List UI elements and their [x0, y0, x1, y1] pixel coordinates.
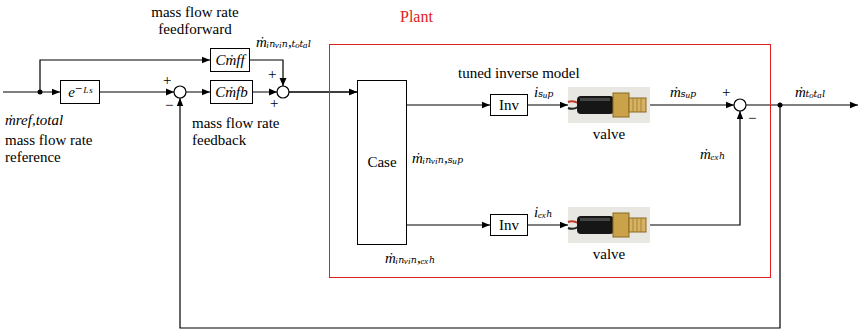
- summing-junction: [734, 99, 746, 111]
- inverse-model-block: Inv: [490, 94, 528, 116]
- highlight: [580, 98, 610, 101]
- arrow-head: [269, 89, 277, 96]
- valve-photo: [568, 87, 650, 123]
- feedback-controller: Cṁfb: [210, 80, 253, 104]
- signal-name: iₛᵤₚ: [534, 84, 554, 101]
- highlight: [580, 218, 610, 221]
- brass-nipple: [629, 218, 646, 232]
- inverse-model-block: Inv: [490, 214, 528, 236]
- brass-nipple: [629, 98, 646, 112]
- sign: +: [722, 84, 730, 101]
- valve-node: valve: [568, 207, 650, 263]
- valve-caption: valve: [593, 126, 625, 143]
- signal-name: ṁₑₓₕ: [700, 146, 726, 163]
- signal-name: iₑₓₕ: [534, 204, 553, 221]
- summing-junction: [277, 86, 289, 98]
- signal-connector: [528, 224, 568, 225]
- summing-junction: [174, 86, 186, 98]
- photo-ground: [568, 87, 650, 123]
- arrow-head: [166, 89, 174, 96]
- signal-name: ṁᵢₙᵥᵢₙ,ₜₒₜₐₗ: [256, 34, 311, 51]
- thread: [633, 98, 641, 112]
- thread: [633, 218, 641, 232]
- branch-dot: [38, 90, 43, 95]
- exhaust-flow-wire: [650, 111, 740, 225]
- reference-wire: [3, 91, 60, 92]
- supply-flow-wire: [650, 104, 734, 105]
- signal-connector: [407, 104, 490, 105]
- solenoid-body: [577, 216, 614, 234]
- feedback-wire: [180, 98, 780, 328]
- valve-node: valve: [568, 87, 650, 143]
- brass-hex: [613, 93, 629, 117]
- sign: +: [163, 72, 171, 89]
- block-label: e⁻ᴸˢ: [68, 84, 92, 101]
- signal-name: ṁₛᵤₚ: [670, 84, 696, 101]
- annotation: mass flow rate feedback: [192, 115, 284, 149]
- annotation: mass flow rate feedforward: [145, 4, 245, 38]
- wire: [568, 227, 578, 229]
- block-label: Case: [367, 154, 396, 171]
- annotation: mass flow rate reference: [5, 132, 100, 166]
- sign: +: [270, 95, 278, 112]
- brass-hex: [613, 213, 629, 237]
- signal-connector: [253, 91, 357, 92]
- valve-photo: [568, 207, 650, 243]
- solenoid-body: [577, 96, 614, 114]
- delay-block: e⁻ᴸˢ: [60, 80, 100, 104]
- feedforward-controller: Cṁff: [210, 48, 250, 72]
- block-label: Inv: [499, 97, 519, 114]
- signal-name: ṁₜₒₜₐₗ: [795, 84, 826, 101]
- photo-ground: [568, 207, 650, 243]
- case-block: Case: [357, 80, 407, 245]
- valve-caption: valve: [593, 246, 625, 263]
- sign: −: [748, 110, 756, 127]
- signal-name: ṁᵢₙᵥᵢₙ,ₑₓₕ: [385, 250, 435, 267]
- wire: [568, 107, 578, 109]
- signal-connector: [250, 60, 357, 92]
- block-label: Inv: [499, 217, 519, 234]
- output-wire: [746, 104, 858, 105]
- signal-name: ṁᵢₙᵥᵢₙ,ₛᵤₚ: [412, 150, 463, 167]
- sign: −: [165, 97, 173, 114]
- region-heading: Plant: [400, 8, 433, 25]
- block-label: Cṁfb: [215, 84, 248, 101]
- signal-connector: [528, 104, 568, 105]
- sign: +: [268, 66, 276, 83]
- signal-connector: [407, 224, 490, 225]
- block-label: Cṁff: [215, 52, 244, 69]
- wire: [568, 101, 578, 103]
- signal-name: ṁref,total: [5, 112, 63, 129]
- signal-connector: [100, 91, 210, 92]
- annotation: tuned inverse model: [458, 65, 580, 82]
- branch-dot: [778, 103, 783, 108]
- wire: [568, 221, 578, 223]
- arrow-head: [280, 78, 287, 86]
